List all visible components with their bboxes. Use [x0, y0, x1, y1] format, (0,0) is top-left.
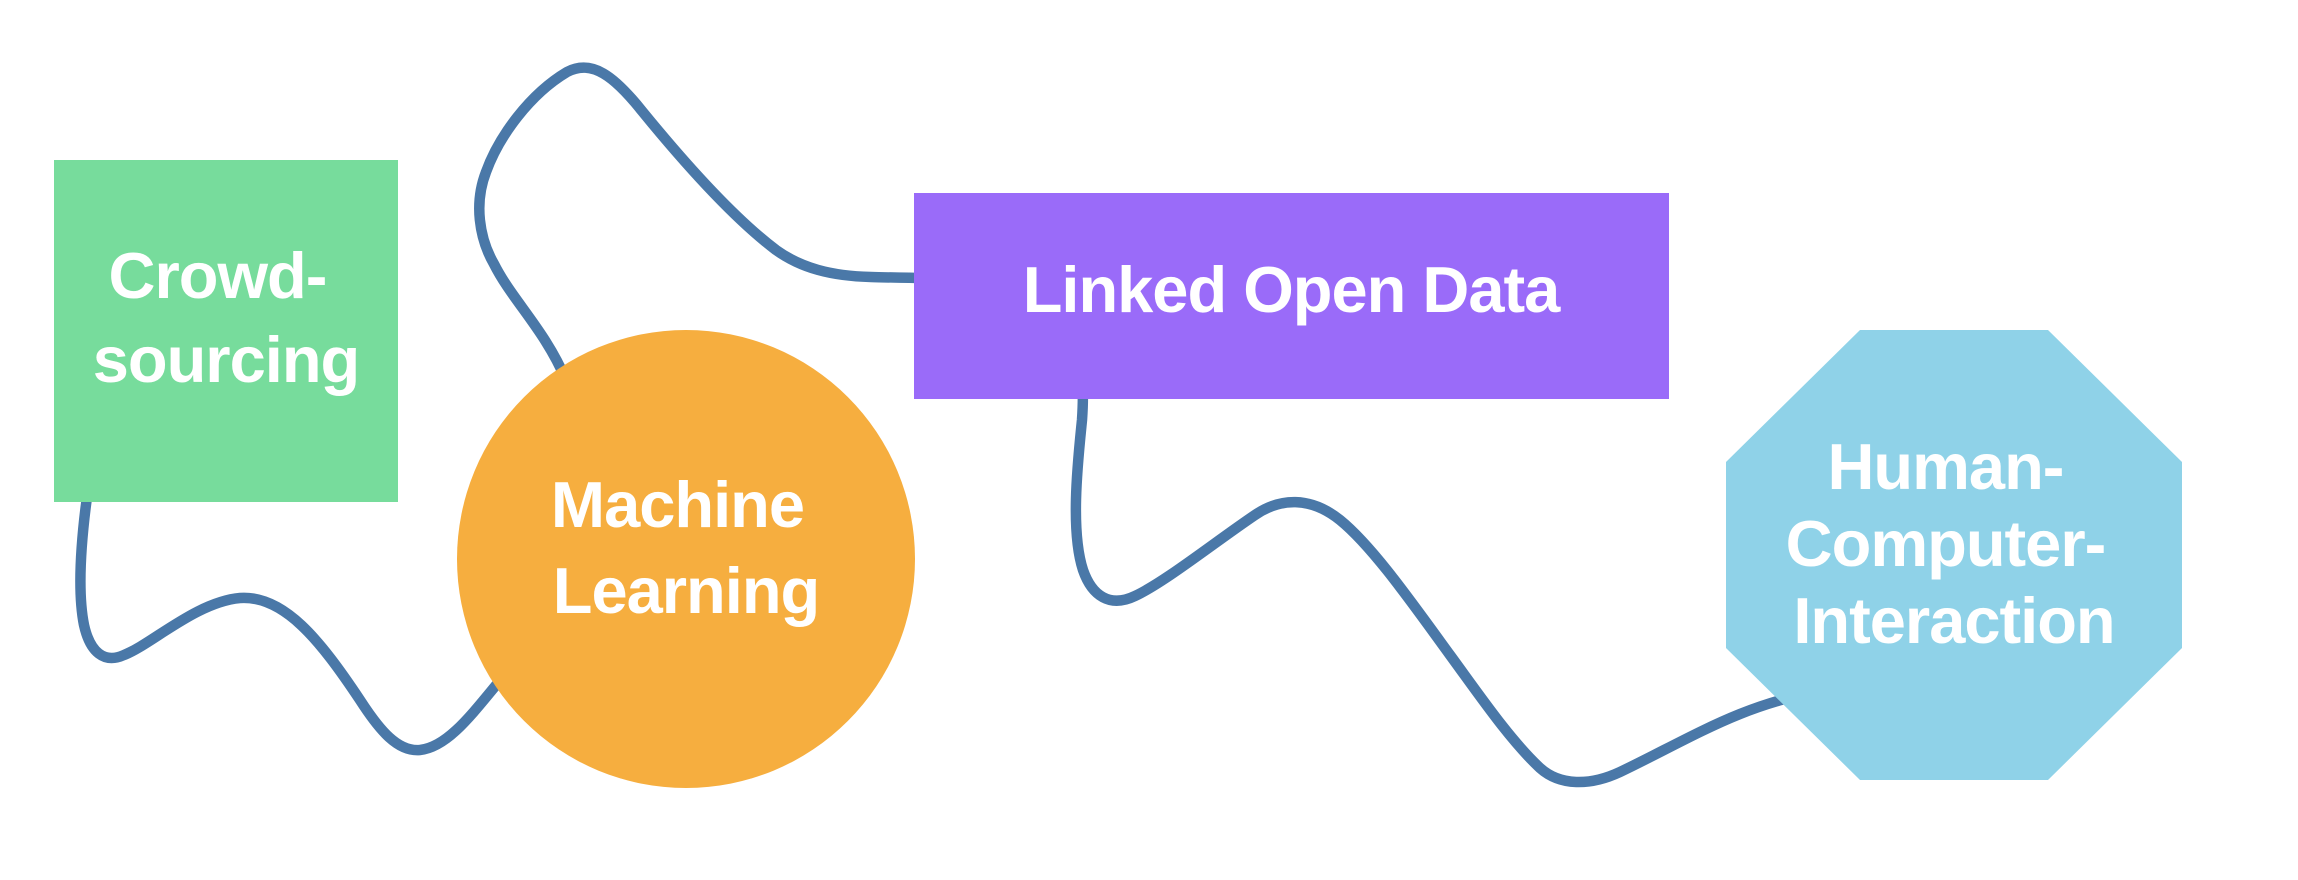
node-machine-learning-circle[interactable] [457, 330, 915, 788]
label-line: Computer- [1786, 507, 2106, 580]
label-line: Learning [553, 554, 819, 627]
node-linked-open-data-rectangle[interactable] [914, 193, 1669, 399]
label-line: Human- [1827, 430, 2063, 503]
node-crowdsourcing-square[interactable] [54, 160, 398, 502]
wavy-connector-line[interactable] [75, 62, 1836, 788]
label-line: Crowd- [109, 239, 327, 312]
crowdsourcing-label: Crowd- sourcing [93, 239, 359, 396]
node-hci-octagon[interactable] [1726, 330, 2182, 780]
linked-open-data-label: Linked Open Data [1023, 253, 1561, 326]
label-line: Machine [551, 468, 804, 541]
hci-label: Human- Computer- Interaction [1786, 430, 2123, 657]
label-line: Linked Open Data [1023, 253, 1561, 326]
machine-learning-label: Machine Learning [551, 468, 821, 627]
label-line: Interaction [1793, 584, 2114, 657]
label-line: sourcing [93, 323, 359, 396]
